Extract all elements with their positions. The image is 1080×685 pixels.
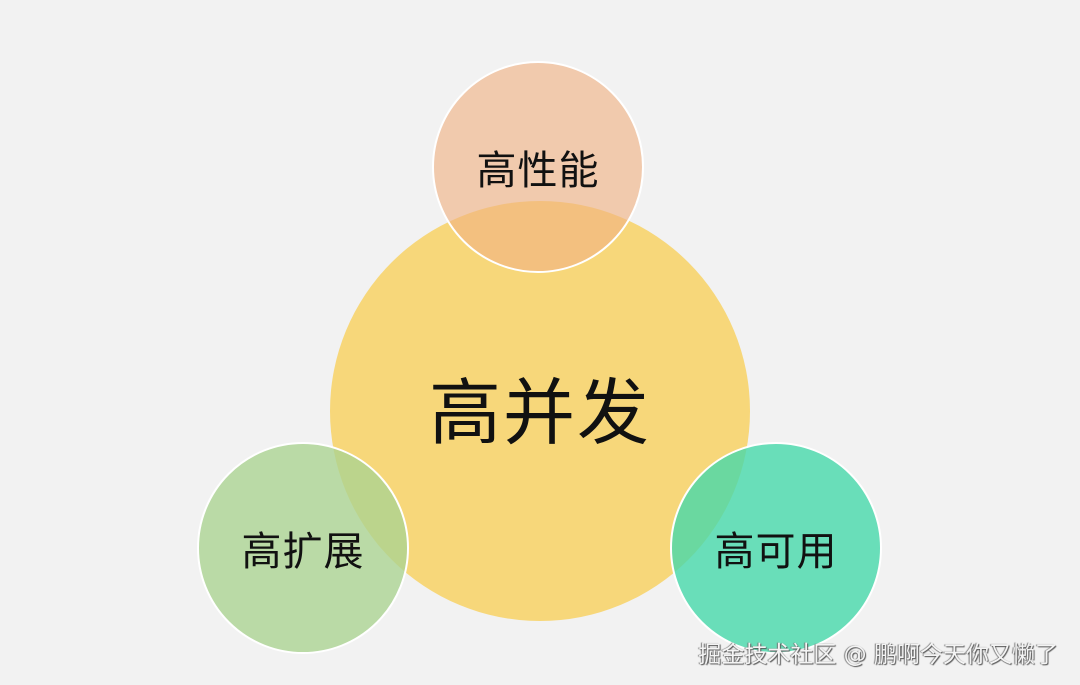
center-label: 高并发 bbox=[428, 370, 651, 455]
circle-label: 高可用 bbox=[714, 529, 838, 575]
circle-label: 高性能 bbox=[476, 148, 600, 194]
watermark: 掘金技术社区 @ 鹏啊今天你又懒了 bbox=[698, 642, 1058, 668]
circle-high-performance: 高性能 bbox=[432, 61, 644, 273]
circle-label: 高扩展 bbox=[241, 529, 365, 575]
circle-high-scalability: 高扩展 bbox=[197, 442, 409, 654]
circle-high-availability: 高可用 bbox=[670, 442, 882, 654]
